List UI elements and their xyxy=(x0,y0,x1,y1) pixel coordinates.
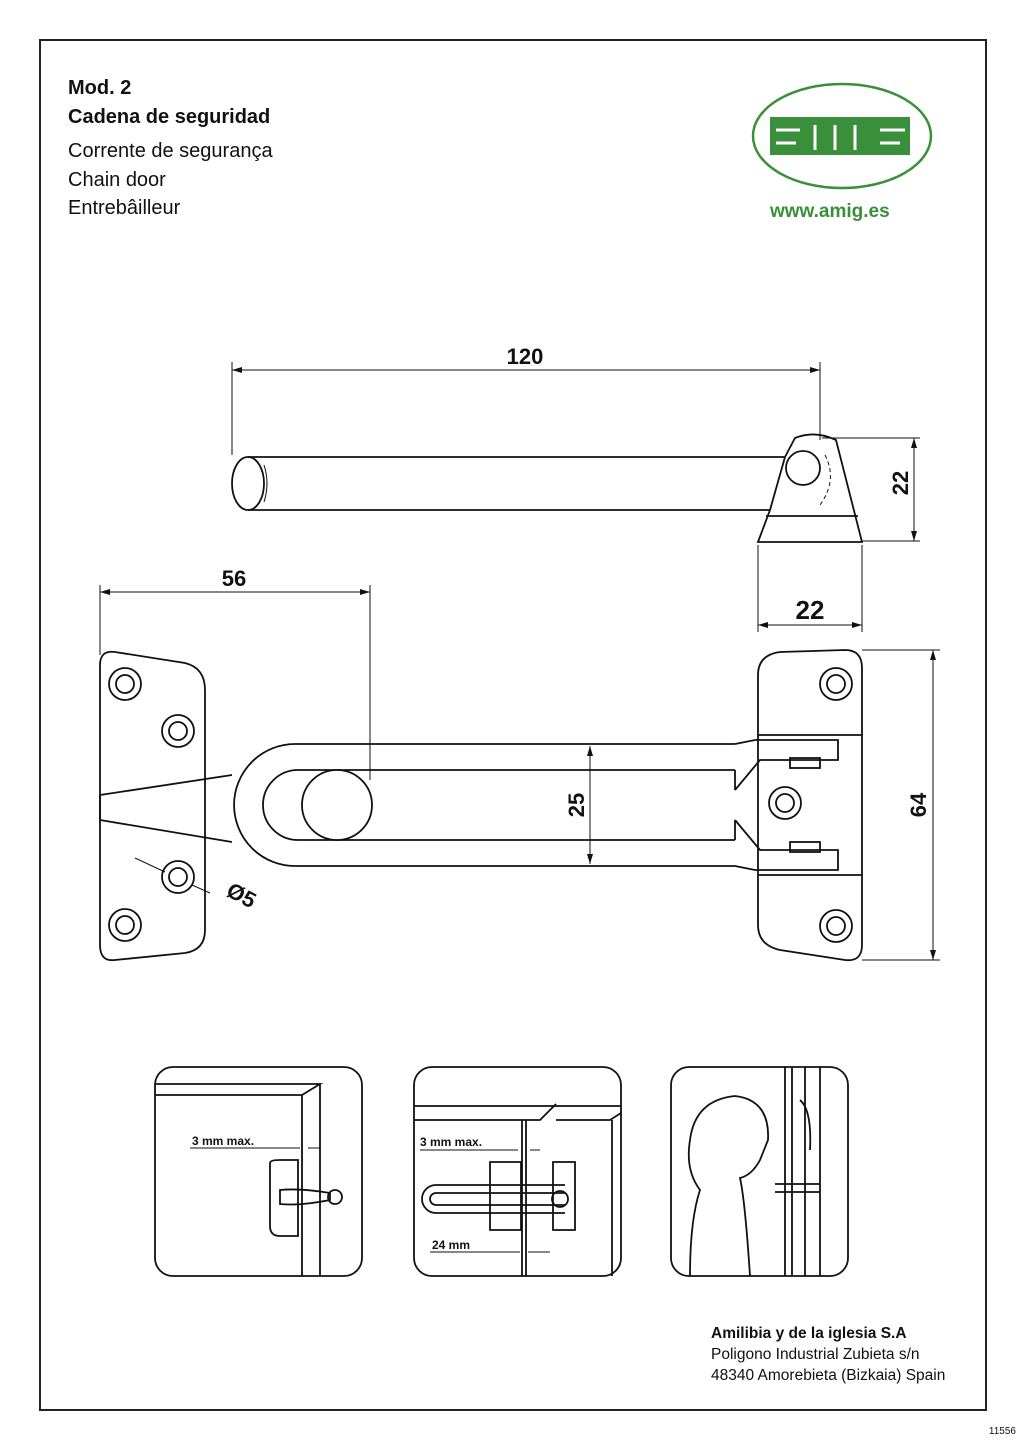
product-name-es: Cadena de seguridad xyxy=(68,106,271,128)
side-view xyxy=(231,433,864,543)
dimension-lines-front xyxy=(99,585,940,961)
dim-reach-56: 56 xyxy=(222,566,246,591)
product-name-pt: Corrente de segurança xyxy=(68,140,273,162)
screw-hole xyxy=(161,714,195,748)
dim-slot-25: 25 xyxy=(564,793,589,817)
dimension-lines-side xyxy=(231,362,920,632)
model-number: Mod. 2 xyxy=(68,77,132,99)
address-line-1: Poligono Industrial Zubieta s/n xyxy=(711,1346,920,1363)
dim-hole-diameter: Ø5 xyxy=(223,877,261,913)
product-name-fr: Entrebâilleur xyxy=(68,197,181,219)
screw-hole xyxy=(161,860,195,894)
install-step-2 xyxy=(413,1066,622,1277)
product-name-en: Chain door xyxy=(68,169,166,191)
left-mounting-plate xyxy=(99,650,233,962)
screw-hole xyxy=(108,908,142,942)
gap-label-step-1: 3 mm max. xyxy=(192,1134,254,1148)
right-mounting-plate xyxy=(757,649,863,962)
reference-number: 11556 xyxy=(988,1426,1016,1437)
install-step-3 xyxy=(670,1066,849,1277)
screw-hole xyxy=(768,786,802,820)
dim-height-22: 22 xyxy=(888,471,913,495)
address-line-2: 48340 Amorebieta (Bizkaia) Spain xyxy=(711,1367,946,1384)
dim-base-22: 22 xyxy=(796,595,825,625)
install-step-1 xyxy=(154,1066,363,1277)
company-name: Amilibia y de la iglesia S.A xyxy=(711,1325,907,1342)
screw-hole xyxy=(819,909,853,943)
offset-label-step-2: 24 mm xyxy=(432,1238,470,1252)
amig-logo xyxy=(751,82,933,190)
screw-hole xyxy=(108,667,142,701)
sliding-arm xyxy=(233,739,839,871)
drawing-frame xyxy=(39,39,987,1411)
dim-length-120: 120 xyxy=(507,344,544,369)
dim-plate-64: 64 xyxy=(906,792,931,817)
screw-hole xyxy=(819,667,853,701)
website-link[interactable]: www.amig.es xyxy=(770,201,890,222)
gap-label-step-2: 3 mm max. xyxy=(420,1135,482,1149)
